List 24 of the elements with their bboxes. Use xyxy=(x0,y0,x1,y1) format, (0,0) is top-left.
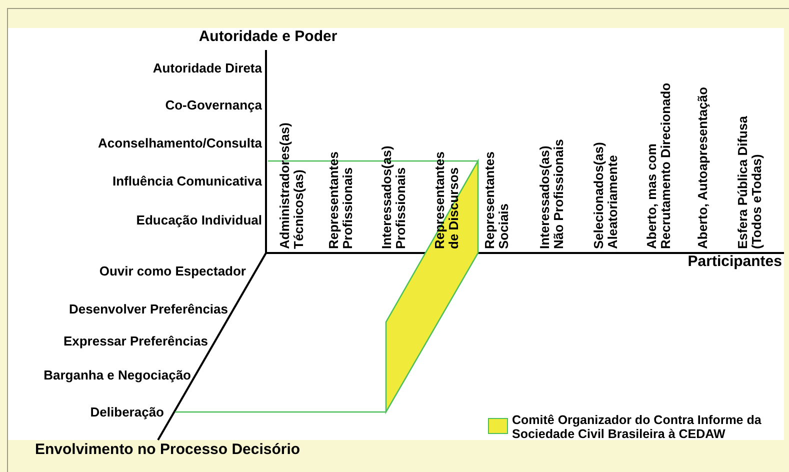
axis-label: Educação Individual xyxy=(136,211,262,230)
column-label: Representantes de Discursos xyxy=(433,150,461,249)
axis-title: Autoridade e Poder xyxy=(198,26,338,47)
axis-label: Autoridade Direta xyxy=(152,59,262,78)
axis-label: Deliberação xyxy=(90,403,164,422)
axis-title: Envolvimento no Processo Decisório xyxy=(35,440,300,460)
column-label: Aberto, mas com Recrutamento Direcionado xyxy=(645,82,673,249)
axis-label: Co-Governança xyxy=(165,96,262,114)
axis-label: Desenvolver Preferências xyxy=(69,300,228,318)
axis-label: Ouvir como Espectador xyxy=(99,262,246,280)
column-label: Administradores(as) Técnicos(as) xyxy=(278,122,306,249)
column-label: Interessados(as) Profissionais xyxy=(380,144,408,249)
column-label: Esfera Pública Difusa (Todos eTodas) xyxy=(736,115,764,249)
axis-label: Barganha e Negociação xyxy=(44,366,191,384)
column-label: Representantes Profissionais xyxy=(327,150,355,249)
column-label: Selecionados(as) Aleatoriamente xyxy=(592,141,620,249)
legend-text: Comitê Organizador do Contra Informe da Sociedade Civil Brasileira à CEDAW xyxy=(512,413,762,441)
column-label: Aberto, Autoapresentação xyxy=(696,86,710,249)
axis-label: Influência Comunicativa xyxy=(112,172,262,190)
column-label: Interessados(as) Não Profissionais xyxy=(538,138,566,249)
axis-label: Aconselhamento/Consulta xyxy=(98,134,262,152)
axis-title: Participantes xyxy=(688,252,782,272)
axis-label: Expressar Preferências xyxy=(63,332,208,350)
column-label: Representantes Sociais xyxy=(483,150,511,249)
